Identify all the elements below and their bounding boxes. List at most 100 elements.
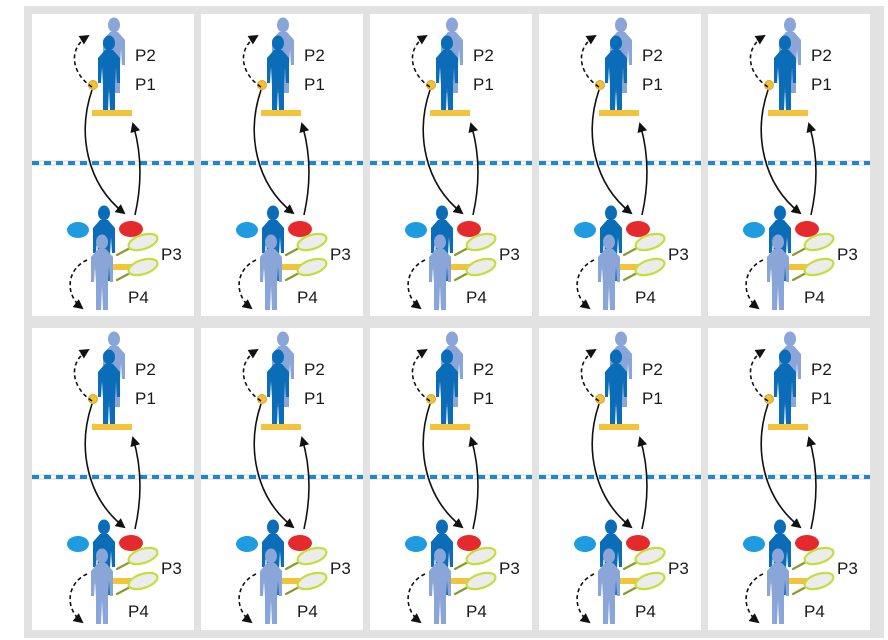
player-p4-figure xyxy=(91,234,113,310)
start-marker-bar xyxy=(430,424,470,430)
player-p4-figure xyxy=(429,548,451,624)
racket-icon xyxy=(284,546,328,571)
red-target-disc xyxy=(288,221,312,237)
player-label-p4: P4 xyxy=(297,602,318,621)
racket-icon xyxy=(115,257,159,282)
racket-icon xyxy=(622,232,666,257)
player-label-p4: P4 xyxy=(804,602,825,621)
player-p4-figure xyxy=(260,234,282,310)
player-label-p1: P1 xyxy=(473,389,494,408)
start-marker-bar xyxy=(768,110,808,116)
start-marker-bar xyxy=(768,424,808,430)
player-p1-figure xyxy=(605,35,627,111)
player-label-p3: P3 xyxy=(499,559,520,578)
rotation-arrow-top xyxy=(580,348,600,402)
drill-drawing xyxy=(201,17,363,310)
player-p1-figure xyxy=(436,349,458,425)
rotation-arrow-top xyxy=(242,34,262,88)
player-label-p3: P3 xyxy=(161,245,182,264)
player-label-p1: P1 xyxy=(304,75,325,94)
player-label-p2: P2 xyxy=(473,360,494,379)
shot-arrow-down xyxy=(422,89,464,215)
player-p1-figure xyxy=(267,349,289,425)
player-label-p4: P4 xyxy=(128,602,149,621)
player-label-p1: P1 xyxy=(811,389,832,408)
player-label-p3: P3 xyxy=(837,245,858,264)
start-marker-bar xyxy=(92,424,132,430)
racket-icon xyxy=(284,257,328,282)
player-p4-figure xyxy=(598,234,620,310)
start-marker-bar xyxy=(599,424,639,430)
player-p4-figure xyxy=(598,548,620,624)
start-marker-bar xyxy=(92,110,132,116)
player-label-p4: P4 xyxy=(635,288,656,307)
rotation-arrow-bottom xyxy=(407,259,426,310)
red-target-disc xyxy=(457,535,481,551)
shot-arrow-up xyxy=(130,122,141,216)
blue-target-disc xyxy=(574,222,596,238)
player-label-p4: P4 xyxy=(804,288,825,307)
shot-arrow-up xyxy=(806,122,817,216)
shot-arrow-down xyxy=(84,89,126,215)
racket-icon xyxy=(284,232,328,257)
rotation-arrow-bottom xyxy=(576,259,595,310)
net-line xyxy=(32,474,194,480)
player-label-p3: P3 xyxy=(330,245,351,264)
blue-target-disc xyxy=(743,222,765,238)
shot-arrow-down xyxy=(591,403,633,529)
player-label-p4: P4 xyxy=(128,288,149,307)
rotation-arrow-top xyxy=(242,348,262,402)
shot-arrow-down xyxy=(760,89,802,215)
racket-icon xyxy=(622,257,666,282)
net-line xyxy=(32,160,194,166)
drill-drawing xyxy=(32,331,194,624)
red-target-disc xyxy=(795,221,819,237)
red-target-disc xyxy=(119,535,143,551)
shot-arrow-up xyxy=(299,122,310,216)
drill-drawing xyxy=(201,331,363,624)
net-line xyxy=(201,474,363,480)
player-label-p2: P2 xyxy=(811,360,832,379)
player-label-p3: P3 xyxy=(499,245,520,264)
net-line xyxy=(539,474,701,480)
blue-target-disc xyxy=(236,536,258,552)
player-p1-figure xyxy=(605,349,627,425)
start-marker-bar xyxy=(430,110,470,116)
rotation-arrow-top xyxy=(749,348,769,402)
player-p4-figure xyxy=(260,548,282,624)
racket-icon xyxy=(453,546,497,571)
player-p4-figure xyxy=(767,234,789,310)
start-marker-bar xyxy=(261,110,301,116)
racket-icon xyxy=(622,546,666,571)
blue-target-disc xyxy=(67,536,89,552)
player-p4-figure xyxy=(91,548,113,624)
red-target-disc xyxy=(795,535,819,551)
rotation-arrow-top xyxy=(73,34,93,88)
racket-icon xyxy=(791,232,835,257)
player-label-p2: P2 xyxy=(135,360,156,379)
racket-icon xyxy=(791,257,835,282)
rotation-arrow-top xyxy=(749,34,769,88)
player-label-p4: P4 xyxy=(635,602,656,621)
blue-target-disc xyxy=(743,536,765,552)
blue-target-disc xyxy=(574,536,596,552)
player-label-p2: P2 xyxy=(304,360,325,379)
rotation-arrow-top xyxy=(411,34,431,88)
rotation-arrow-bottom xyxy=(238,573,257,624)
rotation-arrow-bottom xyxy=(576,573,595,624)
player-label-p4: P4 xyxy=(297,288,318,307)
racket-icon xyxy=(115,571,159,596)
player-p1-figure xyxy=(98,349,120,425)
start-marker-bar xyxy=(261,424,301,430)
player-p1-figure xyxy=(774,349,796,425)
rotation-arrow-top xyxy=(411,348,431,402)
racket-icon xyxy=(284,571,328,596)
red-target-disc xyxy=(626,535,650,551)
player-p1-figure xyxy=(436,35,458,111)
shot-arrow-down xyxy=(84,403,126,529)
